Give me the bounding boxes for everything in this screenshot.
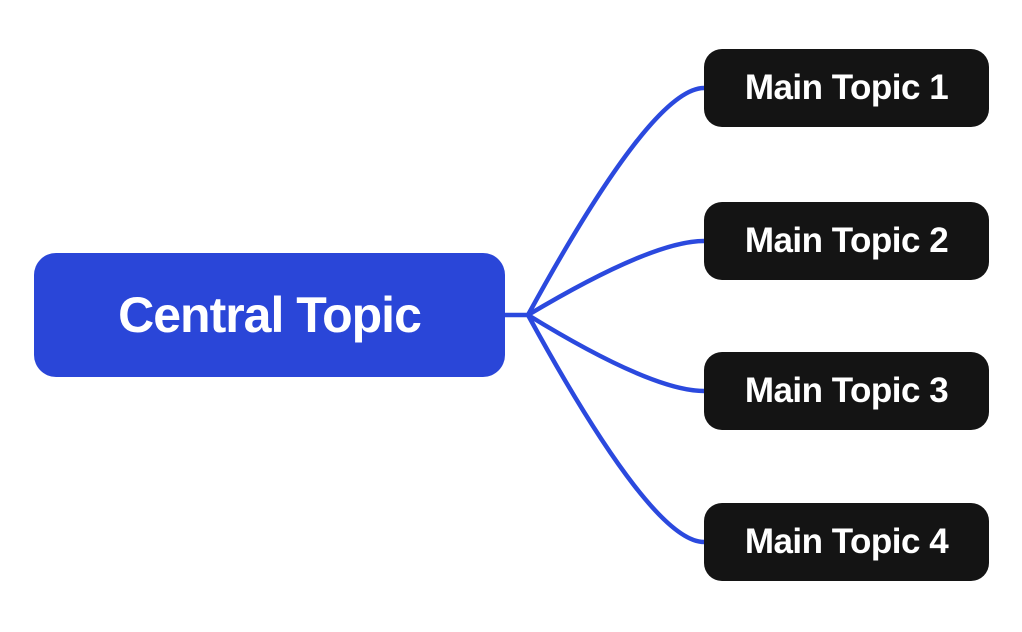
main-topic-label: Main Topic 4 (744, 522, 949, 561)
main-topic-node-3[interactable]: Main Topic 3 (704, 352, 989, 430)
connector-main-topic-1 (525, 85, 707, 318)
connector-main-topic-4 (525, 312, 707, 545)
connector-main-topic-2 (525, 238, 707, 318)
main-topic-node-4[interactable]: Main Topic 4 (704, 503, 989, 581)
central-topic-label: Central Topic (118, 287, 422, 343)
main-topic-node-2[interactable]: Main Topic 2 (704, 202, 989, 280)
central-topic-node[interactable]: Central Topic (34, 253, 505, 377)
main-topic-label: Main Topic 1 (744, 68, 949, 107)
main-topic-node-1[interactable]: Main Topic 1 (704, 49, 989, 127)
connector-main-topic-3 (525, 312, 707, 394)
main-topic-label: Main Topic 3 (744, 371, 949, 410)
main-topic-label: Main Topic 2 (744, 221, 949, 260)
